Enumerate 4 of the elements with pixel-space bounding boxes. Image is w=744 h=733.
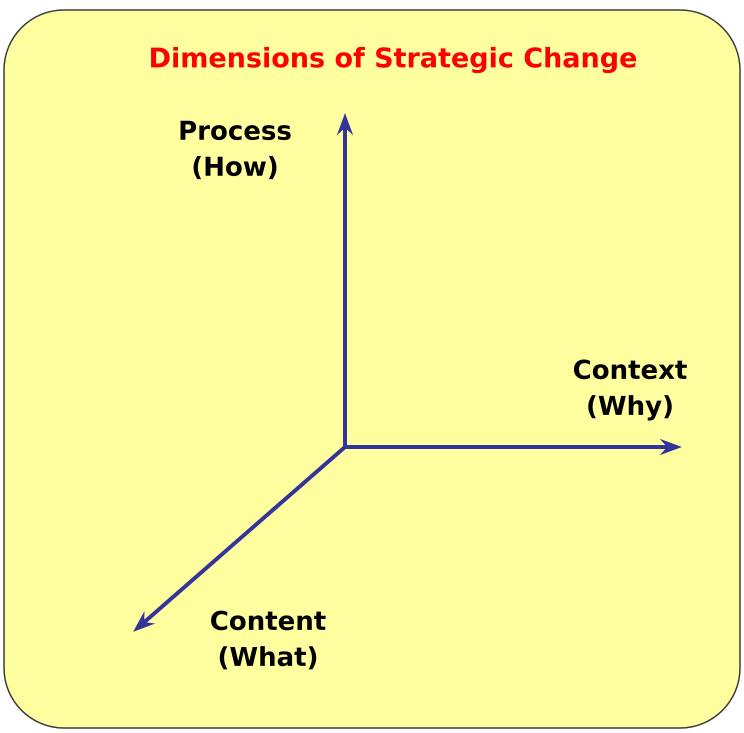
axis-label: Content (What) [211,610,326,670]
axis-label: Context (Why) [574,360,687,420]
axis-label: Process (How) [180,120,291,180]
title: Dimensions of Strategic Change [151,46,636,74]
